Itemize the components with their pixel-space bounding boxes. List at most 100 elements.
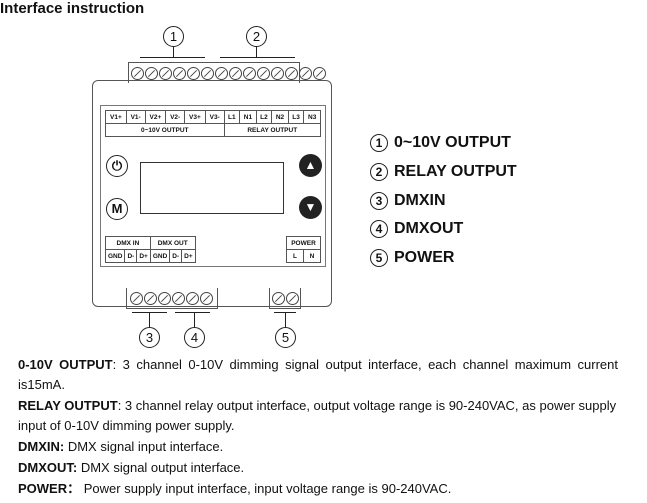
dmx-terminal-block — [130, 292, 213, 305]
description-dmxin: DMXIN: DMX signal input interface. — [18, 437, 618, 457]
legend-text: POWER — [394, 249, 455, 266]
terminal-screw-icon — [159, 67, 172, 80]
power-terminal-block — [272, 292, 299, 305]
power-button: ⏻ — [106, 155, 128, 177]
terminal-screw-icon — [158, 292, 171, 305]
terminal-label: 0~10V OUTPUT — [105, 123, 225, 137]
terminal-label: GND — [149, 249, 171, 263]
front-panel — [100, 105, 326, 267]
description-text: 3 channel 0-10V dimming signal output in… — [18, 357, 618, 392]
legend-text: DMXOUT — [394, 220, 464, 237]
terminal-label: L3 — [287, 110, 305, 124]
legend-item: 4 DMXOUT — [370, 220, 463, 238]
callout-line — [173, 47, 174, 57]
callout-2: 2 — [246, 26, 267, 47]
terminal-screw-icon — [186, 292, 199, 305]
terminal-screw-icon — [187, 67, 200, 80]
terminal-label: POWER — [286, 236, 321, 250]
terminal-screw-icon — [272, 292, 285, 305]
callout-line — [175, 312, 210, 313]
terminal-screw-icon — [200, 292, 213, 305]
terminal-label: V3- — [204, 110, 225, 124]
description-relay: RELAY OUTPUT: 3 channel relay output int… — [18, 396, 618, 436]
callout-line — [220, 57, 295, 58]
mode-button: M — [106, 198, 128, 220]
callout-3: 3 — [139, 327, 160, 348]
terminal-label: V1- — [125, 110, 146, 124]
down-button: ▼ — [299, 196, 322, 219]
terminal-label: V1+ — [105, 110, 127, 124]
callout-line — [140, 57, 205, 58]
terminal-label: L — [286, 249, 304, 263]
terminal-label: V2- — [165, 110, 186, 124]
terminal-screw-icon — [144, 292, 157, 305]
legend-text: 4 — [370, 220, 388, 238]
terminal-screw-icon — [131, 67, 144, 80]
description-text: DMXIN: — [18, 439, 65, 454]
legend-item: 1 0~10V OUTPUT — [370, 134, 511, 152]
legend-text: DMXIN — [394, 192, 446, 209]
terminal-screw-icon — [172, 292, 185, 305]
lcd-display — [140, 162, 284, 214]
terminal-screw-icon — [145, 67, 158, 80]
description-dmxout: DMXOUT: DMX signal output interface. — [18, 458, 618, 478]
terminal-screw-icon — [130, 292, 143, 305]
description-text: 0-10V OUTPUT — [18, 357, 113, 372]
terminal-label: L2 — [255, 110, 273, 124]
terminal-label: L1 — [223, 110, 241, 124]
callout-1: 1 — [163, 26, 184, 47]
terminal-label: N — [303, 249, 321, 263]
terminal-screw-icon — [299, 67, 312, 80]
terminal-screw-icon — [243, 67, 256, 80]
terminal-label: DMX OUT — [149, 236, 196, 250]
legend-text: RELAY OUTPUT — [394, 163, 517, 180]
terminal-screw-icon — [257, 67, 270, 80]
terminal-label: D+ — [181, 249, 196, 263]
terminal-screw-icon — [313, 67, 326, 80]
device-body — [92, 80, 332, 307]
description-text: Power supply input interface, input volt… — [83, 481, 452, 496]
callout-line — [194, 312, 195, 327]
terminal-label: V3+ — [184, 110, 206, 124]
legend-item: 5 POWER — [370, 249, 454, 267]
terminal-label: DMX IN — [105, 236, 151, 250]
callout-line — [149, 312, 150, 327]
terminal-label: N1 — [239, 110, 257, 124]
terminal-label: N3 — [303, 110, 321, 124]
description-power: POWER： Power supply input interface, inp… — [18, 479, 618, 499]
description-0-10v: 0-10V OUTPUT: 3 channel 0-10V dimming si… — [18, 355, 618, 395]
callout-line — [256, 47, 257, 57]
legend-text: 1 — [370, 134, 388, 152]
legend-text: 2 — [370, 163, 388, 181]
description-text: : — [117, 398, 125, 413]
description-text: RELAY OUTPUT — [18, 398, 118, 413]
terminal-screw-icon — [215, 67, 228, 80]
legend-item: 3 DMXIN — [370, 192, 446, 210]
up-button: ▲ — [299, 154, 322, 177]
description-text: DMX signal output interface. — [80, 460, 245, 475]
description-text: DMX signal input interface. — [67, 439, 224, 454]
terminal-label: GND — [104, 249, 126, 263]
description-text: 3 channel relay output interface, output… — [18, 398, 617, 433]
terminal-screw-icon — [286, 292, 299, 305]
description-text: : — [112, 357, 123, 372]
legend-item: 2 RELAY OUTPUT — [370, 163, 517, 181]
terminal-screw-icon — [285, 67, 298, 80]
terminal-label: D- — [169, 249, 183, 263]
terminal-label: V2+ — [144, 110, 167, 124]
terminal-label: N2 — [271, 110, 289, 124]
terminal-label: D- — [124, 249, 138, 263]
page-title: Interface instruction — [0, 0, 145, 17]
terminal-screw-icon — [173, 67, 186, 80]
callout-4: 4 — [184, 327, 205, 348]
legend-text: 0~10V OUTPUT — [394, 134, 511, 151]
description-text: POWER： — [18, 481, 81, 496]
top-terminal-block — [131, 67, 326, 80]
legend-text: 3 — [370, 192, 388, 210]
description-text: DMXOUT: — [18, 460, 78, 475]
legend-text: 5 — [370, 249, 388, 267]
terminal-label: D+ — [136, 249, 151, 263]
